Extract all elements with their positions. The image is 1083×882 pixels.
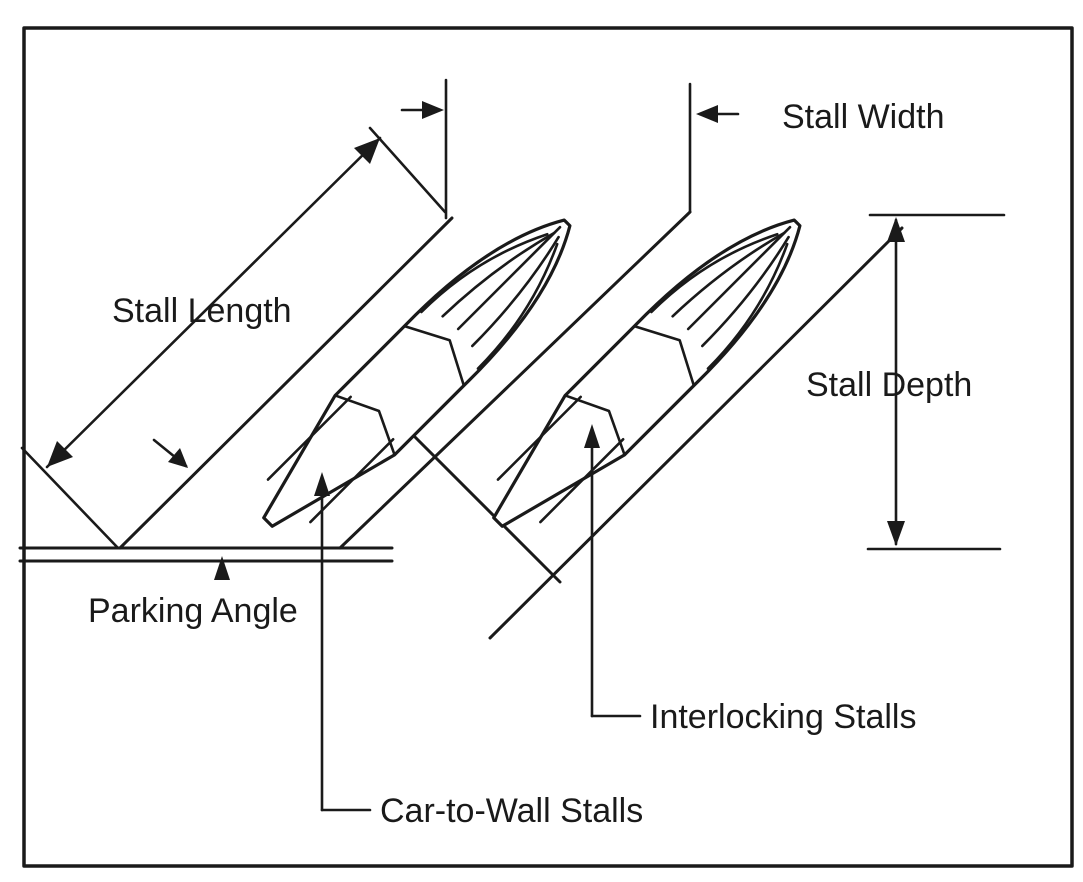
- stall-length-arrow-top: [354, 138, 380, 164]
- stall-line-2: [338, 210, 692, 550]
- stall-length-dim-line: [45, 136, 382, 469]
- stall-length-ext-top: [368, 126, 447, 214]
- stall-depth-arrow-top: [887, 217, 905, 242]
- car-to-wall-stalls-label: Car-to-Wall Stalls: [380, 792, 643, 830]
- diagram-border: [22, 26, 1074, 868]
- interlocking-stalls-label: Interlocking Stalls: [650, 698, 916, 736]
- stall-width-arrow-right: [696, 105, 718, 123]
- stall-line-1: [118, 216, 454, 550]
- stall-length-ext-bottom: [20, 446, 120, 550]
- stall-end-line: [394, 416, 562, 584]
- car-to-wall-arrow: [314, 472, 330, 496]
- parking-angle-arrow: [214, 556, 230, 580]
- interlocking-arrow: [584, 424, 600, 448]
- stall-line-3: [488, 226, 904, 640]
- stall-width-arrow-left: [422, 101, 444, 119]
- parking-angle-label: Parking Angle: [88, 592, 298, 630]
- stall-depth-label: Stall Depth: [806, 366, 972, 404]
- stall-length-leader-arrow: [168, 448, 188, 468]
- stall-depth-arrow-bottom: [887, 521, 905, 546]
- stall-length-label: Stall Length: [112, 292, 292, 330]
- stall-length-arrow-bottom: [47, 441, 73, 467]
- stall-width-label: Stall Width: [782, 98, 945, 136]
